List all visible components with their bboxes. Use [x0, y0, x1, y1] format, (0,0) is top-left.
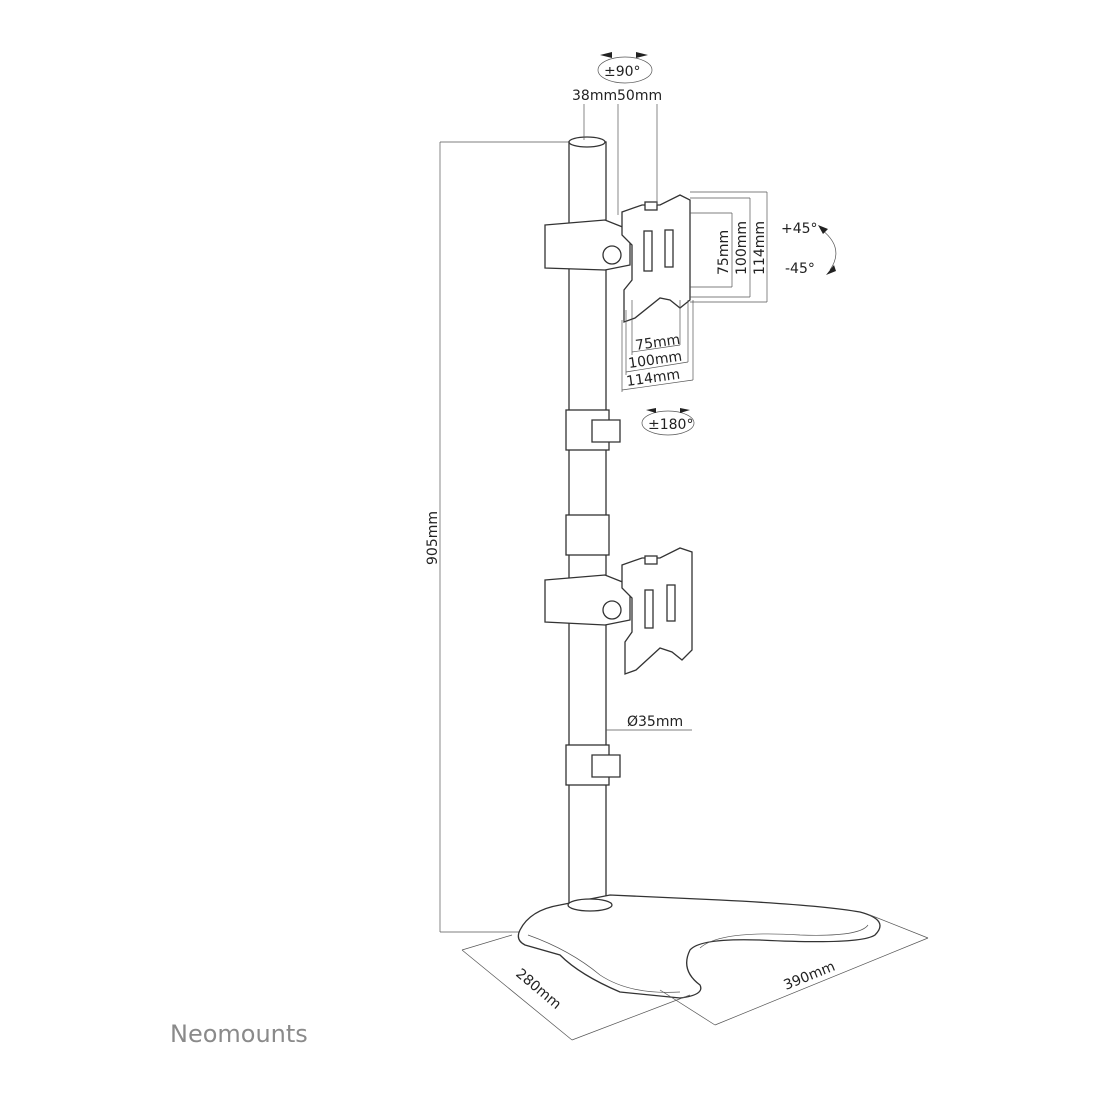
pole-diameter-label: Ø35mm: [627, 714, 683, 730]
vesa-horizontal-114: 114mm: [625, 367, 681, 390]
vesa-vertical-100: 100mm: [734, 221, 750, 275]
height-dimension: [439, 141, 570, 933]
rotate-180-arrows-icon: [646, 408, 690, 413]
base-depth-label: 280mm: [512, 966, 564, 1013]
tilt-arc-icon: [821, 229, 837, 271]
pole-offset-dimensions: [583, 104, 658, 215]
rotate-arrows-icon: [600, 52, 648, 58]
vesa-vertical-75: 75mm: [716, 230, 732, 275]
vesa-horizontal-75: 75mm: [634, 332, 681, 354]
tilt-90-label: ±90°: [604, 64, 641, 80]
rotation-180-label: ±180°: [648, 417, 693, 433]
height-label: 905mm: [425, 511, 441, 565]
base: [517, 894, 881, 999]
rotate-180-icon: [641, 410, 695, 436]
rotate-90-icon: [597, 56, 653, 84]
pole-offset-38: 38mm: [572, 88, 617, 104]
tilt-minus-45: -45°: [785, 261, 815, 277]
base-dimensions: [461, 914, 929, 1041]
vesa-vertical-114: 114mm: [752, 221, 768, 275]
pole-offset-50: 50mm: [617, 88, 662, 104]
vesa-horizontal-100: 100mm: [627, 349, 683, 372]
vesa-vertical-dimensions: [690, 191, 768, 303]
brand-logo: Neomounts: [170, 1020, 308, 1048]
vesa-horizontal-dimensions: [621, 300, 694, 392]
base-width-label: 390mm: [782, 959, 838, 994]
tilt-arrows-icon: [818, 225, 836, 275]
tilt-plus-45: +45°: [781, 221, 818, 237]
upper-vesa-bracket: [544, 194, 691, 323]
lower-vesa-bracket: [544, 547, 693, 675]
